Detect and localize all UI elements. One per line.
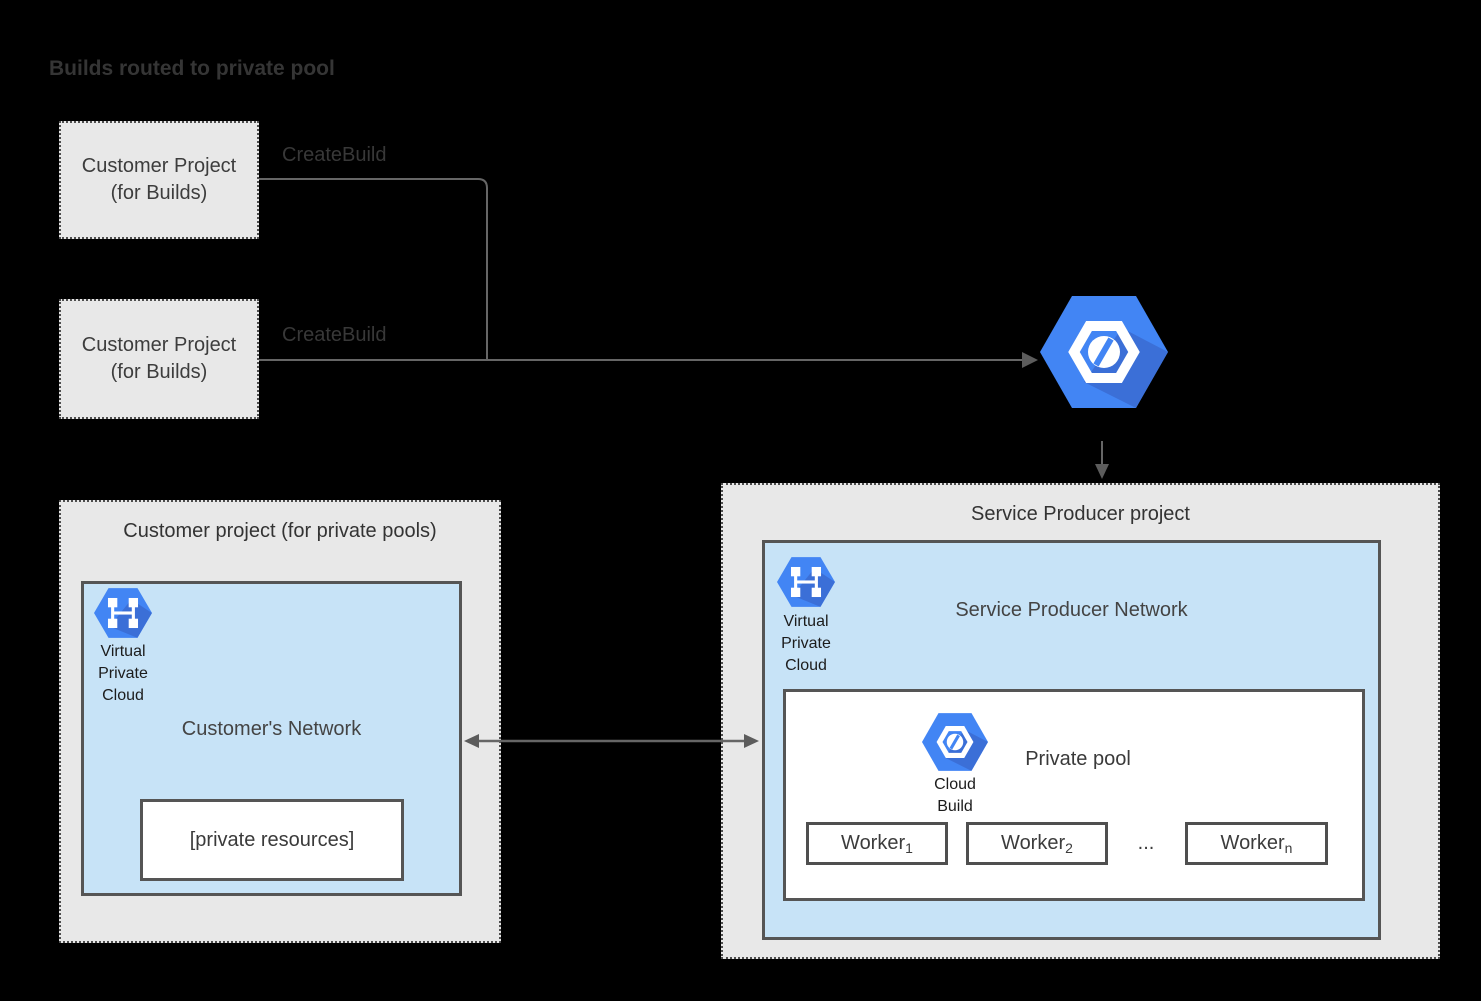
arrowhead-down-icon — [1095, 464, 1109, 479]
private-resources-label: [private resources] — [189, 828, 355, 851]
create-build-label-2: CreateBuild — [282, 324, 387, 346]
customer-build-project-box-1: Customer Project (for Builds) — [59, 121, 259, 239]
workers-ellipsis: ... — [1137, 832, 1155, 854]
worker-subscript: n — [1284, 839, 1293, 856]
vpc-caption: Virtual Private Cloud — [98, 643, 148, 704]
worker-label: Worker — [1220, 832, 1285, 854]
worker-label: Worker — [1001, 832, 1066, 854]
cloud-build-icon — [922, 713, 988, 771]
create-build-label-1: CreateBuild — [282, 144, 387, 166]
private-resources-box: [private resources] — [140, 799, 404, 881]
service-producer-network-box: Virtual Private Cloud Service Producer N… — [762, 540, 1381, 940]
customers-network-label: Customer's Network — [181, 718, 362, 740]
customer-pool-project-box: Customer project (for private pools) Vir… — [59, 500, 501, 943]
cloud-build-icon — [1040, 296, 1168, 408]
cloud-build-caption: Cloud Build — [934, 776, 976, 815]
arrowhead-right-icon — [1022, 352, 1038, 368]
customers-network-box: Virtual Private Cloud Customer's Network… — [81, 581, 462, 896]
vpc-caption: Virtual Private Cloud — [781, 613, 831, 674]
customer-pool-project-title: Customer project (for private pools) — [123, 520, 437, 542]
customer-build-project-label: Customer Project (for Builds) — [81, 334, 237, 383]
service-producer-project-box: Service Producer project Virtual Private — [721, 483, 1440, 959]
service-producer-network-label: Service Producer Network — [955, 599, 1188, 621]
worker-subscript: 2 — [1065, 839, 1073, 856]
page-title: Builds routed to private pool — [49, 57, 335, 80]
customer-build-project-box-2: Customer Project (for Builds) — [59, 299, 259, 419]
private-pool-label: Private pool — [1025, 748, 1131, 770]
virtual-private-cloud-icon — [777, 557, 835, 607]
virtual-private-cloud-icon — [94, 588, 152, 638]
worker-label: Worker — [841, 832, 906, 854]
service-producer-project-title: Service Producer project — [971, 503, 1190, 525]
worker-subscript: 1 — [905, 839, 913, 856]
customer-build-project-label: Customer Project (for Builds) — [81, 155, 237, 204]
